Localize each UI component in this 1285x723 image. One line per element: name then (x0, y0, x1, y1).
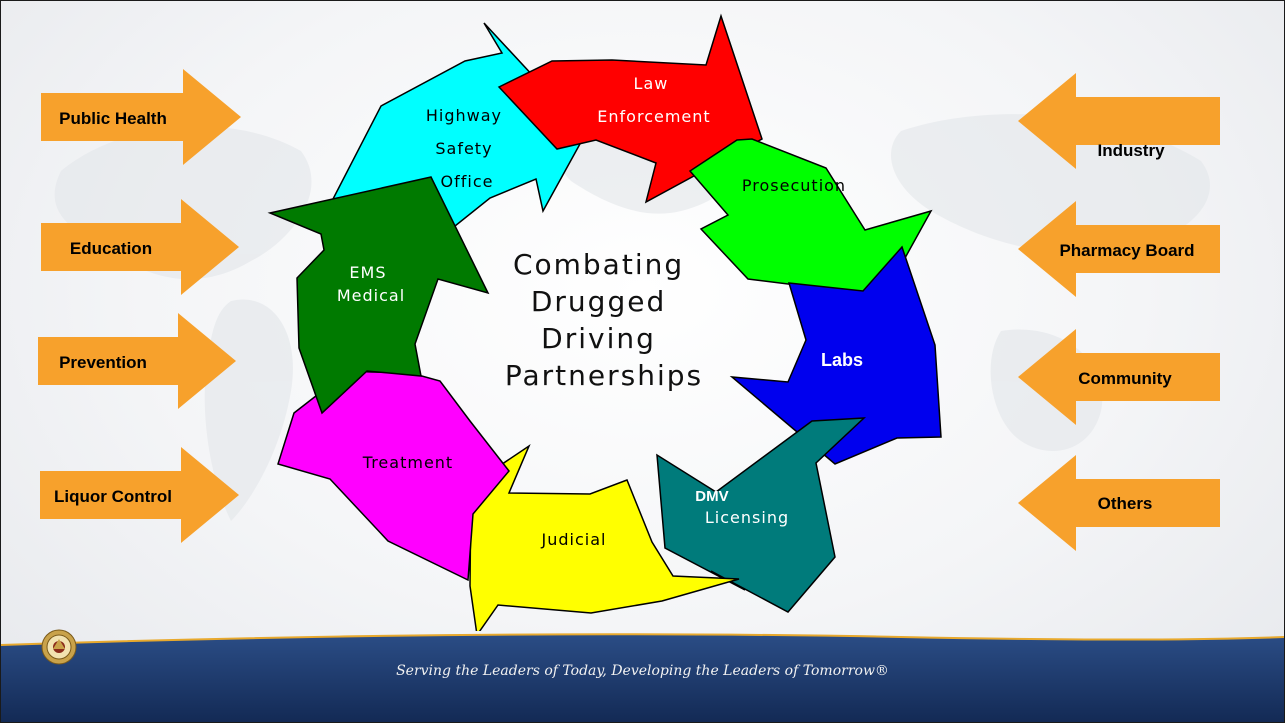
segment-arrow-ems (267, 176, 490, 415)
segment-label-judicial: Judicial (541, 530, 607, 549)
segment-label-ems: EMS Medical (337, 263, 405, 305)
right-arrow-pharmacy-board: Pharmacy Board (1018, 201, 1220, 297)
svg-text:Pharmacy Board: Pharmacy Board (1059, 241, 1194, 260)
segment-label-law: Law Enforcement (597, 74, 710, 126)
right-arrow-others: Others (1018, 455, 1220, 551)
segment-arrow-dmv (656, 417, 867, 613)
segment-arrow-treatment (277, 370, 510, 582)
cycle-diagram: Law Enforcement Prosecution Labs DMV Lic… (38, 13, 1220, 631)
segment-label-prosecution: Prosecution (742, 176, 846, 195)
left-arrow-public-health: Public Health (41, 69, 241, 165)
svg-text:Community: Community (1078, 369, 1172, 388)
segment-label-highway: Highway Safety Office (426, 106, 508, 191)
footer-tagline: Serving the Leaders of Today, Developing… (396, 663, 889, 679)
segment-label-treatment: Treatment (362, 453, 453, 472)
svg-text:Others: Others (1098, 494, 1153, 513)
left-arrow-prevention: Prevention (38, 313, 236, 409)
svg-text:Public Health: Public Health (59, 109, 167, 128)
organization-seal-logo (41, 629, 77, 665)
left-arrow-liquor-control: Liquor Control (40, 447, 239, 543)
svg-text:Prevention: Prevention (59, 353, 147, 372)
segment-label-labs: Labs (821, 350, 863, 370)
right-arrow-industry: Industry (1018, 73, 1220, 169)
svg-text:Education: Education (70, 239, 152, 258)
footer-accent-line (1, 633, 1284, 646)
segment-arrow-law (497, 13, 763, 204)
segment-label-dmv: DMV Licensing (695, 486, 789, 527)
segment-arrow-labs (729, 245, 942, 465)
footer-band (1, 633, 1284, 722)
right-arrow-community: Community (1018, 329, 1220, 425)
center-title: Combating Drugged Driving Partnerships (505, 248, 703, 392)
svg-text:Liquor Control: Liquor Control (54, 487, 172, 506)
footer-background (1, 634, 1284, 722)
left-arrow-education: Education (41, 199, 239, 295)
svg-text:Industry: Industry (1097, 141, 1165, 160)
